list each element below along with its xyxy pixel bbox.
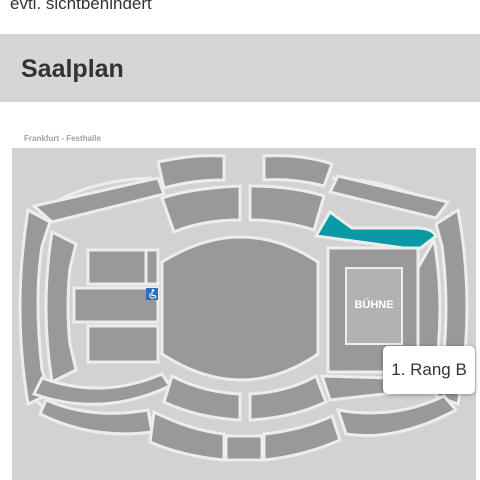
venue-label: Frankfurt - Festhalle [24, 134, 101, 143]
section-bottom-center[interactable] [224, 434, 264, 462]
section-upper-right-1[interactable] [262, 154, 334, 188]
seat-map: BÜHNE [12, 148, 476, 480]
section-left-block-4[interactable] [86, 324, 160, 364]
section-lower-right-inner[interactable] [248, 373, 328, 422]
section-bottom-right-1[interactable] [335, 394, 459, 438]
section-lower-left-inner[interactable] [162, 373, 242, 422]
selected-section-tooltip: 1. Rang B [383, 346, 475, 394]
page-title: Saalplan [21, 55, 124, 83]
floor-area[interactable] [160, 235, 320, 382]
stage-label: BÜHNE [354, 298, 393, 311]
section-left-block-1[interactable] [86, 248, 148, 286]
wheelchair-icon [146, 288, 158, 300]
section-header [0, 34, 480, 102]
section-inner-top-right[interactable] [248, 184, 326, 232]
section-upper-left-2[interactable] [156, 154, 226, 190]
section-left-inner[interactable] [44, 229, 78, 385]
section-upper-right-2[interactable] [327, 174, 451, 220]
section-bottom-right-2[interactable] [262, 413, 342, 462]
section-left-block-2[interactable] [144, 248, 160, 286]
section-inner-top-left[interactable] [160, 184, 242, 235]
sight-restriction-note: evtl. sichtbehindert [10, 0, 152, 13]
section-left-block-3[interactable] [72, 286, 160, 324]
section-upper-left-1[interactable] [30, 176, 166, 224]
section-bottom-left-2[interactable] [148, 409, 226, 462]
stage [345, 267, 403, 345]
section-1-rang-b-selected[interactable] [313, 209, 438, 252]
